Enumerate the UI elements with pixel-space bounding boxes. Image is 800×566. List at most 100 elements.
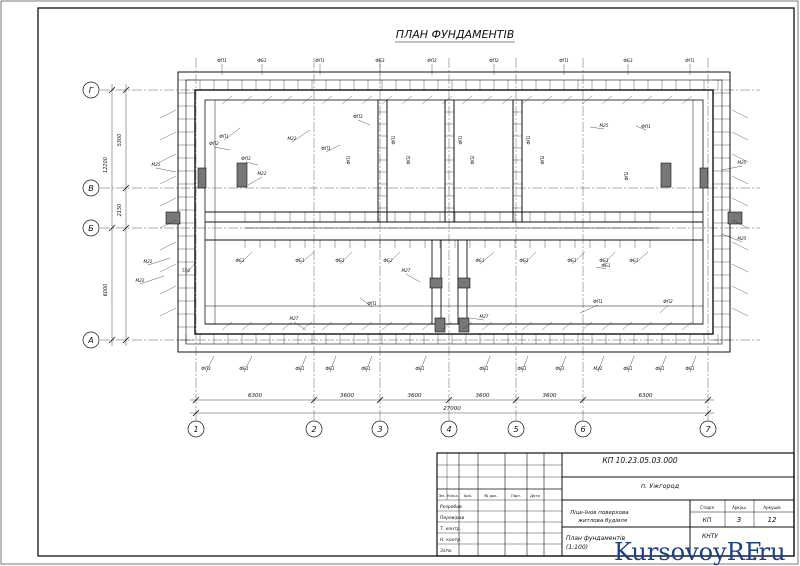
- dim-span-6: 6300: [639, 393, 653, 399]
- wall-mark-right-8: [731, 285, 749, 295]
- stamp-header-3: № док.: [484, 493, 498, 498]
- axis-label-row-Г: Г: [89, 86, 94, 95]
- leader-line-37: [365, 355, 373, 373]
- vertical-callout-6: ФП1: [346, 156, 351, 165]
- wall-mark-bottom-5: [321, 321, 333, 331]
- callout-label-30: ФП1: [593, 299, 603, 304]
- leader-line-46: [155, 167, 177, 173]
- callout-label-21: ФБ2: [383, 258, 392, 263]
- callout-label-25: ФБ1: [599, 258, 608, 263]
- dim-tick-left-mid: [108, 224, 116, 232]
- pad-block-3: [660, 162, 672, 188]
- callout-label-42: М22: [594, 366, 603, 371]
- leader-line-41: [559, 355, 567, 373]
- wall-mark-top-1: [241, 95, 253, 105]
- callout-label-46: М25: [152, 162, 161, 167]
- axis-bubble-col-1: [187, 420, 205, 438]
- wall-mark-left-5: [159, 219, 177, 229]
- axis-label-row-Б: Б: [88, 224, 94, 233]
- dim-tick-row-3: [122, 336, 130, 344]
- callout-label-37: ФБ1: [361, 366, 370, 371]
- stamp-drawing-name: План фундаментів: [566, 535, 626, 542]
- stamp-role-1: Перевірив: [440, 515, 464, 521]
- leader-line-51: [595, 266, 607, 270]
- stamp-sheet-header: Аркуш: [732, 505, 746, 510]
- wall-mark-bottom-8: [381, 321, 393, 331]
- wall-mark-top-18: [581, 95, 593, 105]
- wall-mark-top-3: [281, 95, 293, 105]
- leader-line-23: [523, 251, 537, 265]
- leader-line-40: [521, 355, 529, 373]
- callout-label-35: ФБ1: [295, 366, 304, 371]
- callout-label-15: ФП2: [209, 141, 219, 146]
- leader-line-48: [147, 257, 171, 266]
- wall-mark-right-2: [731, 153, 749, 163]
- leader-line-20: [339, 251, 353, 265]
- wall-mark-bottom-3: [281, 321, 293, 331]
- leader-line-9: [223, 127, 241, 141]
- dim-row-2: 6000: [103, 284, 109, 297]
- axis-bubble-col-5: [507, 420, 525, 438]
- wall-mark-left-7: [159, 263, 177, 273]
- wall-mark-bottom-13: [481, 321, 493, 331]
- callout-label-40: ФБ1: [517, 366, 526, 371]
- wall-mark-bottom-16: [541, 321, 553, 331]
- wall-mark-bottom-19: [601, 321, 613, 331]
- wall-mark-top-9: [401, 95, 413, 105]
- stamp-frame: [436, 452, 795, 557]
- callout-label-39: ФБ1: [479, 366, 488, 371]
- pad-block-8: [434, 317, 446, 333]
- wall-mark-bottom-1: [241, 321, 253, 331]
- wall-mark-right-4: [731, 197, 749, 207]
- leader-line-15: [213, 146, 231, 151]
- leader-line-16: [245, 161, 259, 166]
- stamp-header-4: Підп.: [511, 493, 521, 498]
- stamp-document-code: КП 10.23.05.03.000: [602, 456, 678, 465]
- wall-mark-top-16: [541, 95, 553, 105]
- leader-line-17: [247, 176, 263, 186]
- axis-bubble-col-6: [574, 420, 592, 438]
- stamp-header-1: Кільк.: [447, 493, 459, 498]
- wall-mark-bottom-22: [661, 321, 673, 331]
- wall-mark-top-19: [601, 95, 613, 105]
- axis-label-row-А: А: [87, 336, 93, 345]
- leader-line-19: [299, 251, 315, 265]
- callout-label-6: ФП1: [559, 58, 569, 63]
- stamp-sheet-number: 3: [737, 516, 741, 524]
- callout-label-5: ФП2: [489, 58, 499, 63]
- wall-mark-right-7: [731, 263, 749, 273]
- dim-tick-row-2: [122, 224, 130, 232]
- dim-span-2: 3600: [340, 393, 354, 399]
- dim-tick-row-1: [122, 184, 130, 192]
- stamp-header-cells: Зм.Кільк.Арк.№ док.Підп.Дата: [439, 493, 540, 498]
- leader-line-32: [469, 317, 485, 321]
- callout-label-7: ФБ3: [623, 58, 632, 63]
- wall-mark-top-6: [341, 95, 353, 105]
- dim-row-0: 5300: [117, 134, 123, 147]
- vertical-callout-2: ФП1: [458, 136, 463, 145]
- foundation-slab-outline: [185, 79, 723, 345]
- wall-mark-bottom-6: [341, 321, 353, 331]
- wall-mark-bottom-20: [621, 321, 633, 331]
- dim-tick-span-3: [445, 396, 453, 404]
- title-block-text: КП 10.23.05.03.000 п. Ужгород Ліце-їнов …: [439, 456, 781, 554]
- stamp-header-0: Зм.: [439, 493, 446, 498]
- axis-bubble-row-Б: [82, 219, 100, 237]
- axis-bubble-col-4: [440, 420, 458, 438]
- leader-line-43: [627, 355, 635, 373]
- vertical-callout-0: ФП1: [391, 136, 396, 145]
- pad-block-6: [429, 277, 443, 289]
- wall-mark-bottom-18: [581, 321, 593, 331]
- callout-label-4: ФП2: [427, 58, 437, 63]
- wall-mark-left-4: [159, 197, 177, 207]
- wall-mark-bottom-0: [221, 321, 233, 331]
- dim-span-4: 3600: [476, 393, 490, 399]
- wall-mark-top-13: [481, 95, 493, 105]
- leader-line-34: [243, 355, 253, 373]
- wall-mark-right-3: [731, 175, 749, 185]
- leader-line-50: [139, 275, 165, 285]
- pad-block-7: [457, 277, 471, 289]
- callout-label-11: ФП1: [321, 146, 331, 151]
- callout-label-31: ФП2: [663, 299, 673, 304]
